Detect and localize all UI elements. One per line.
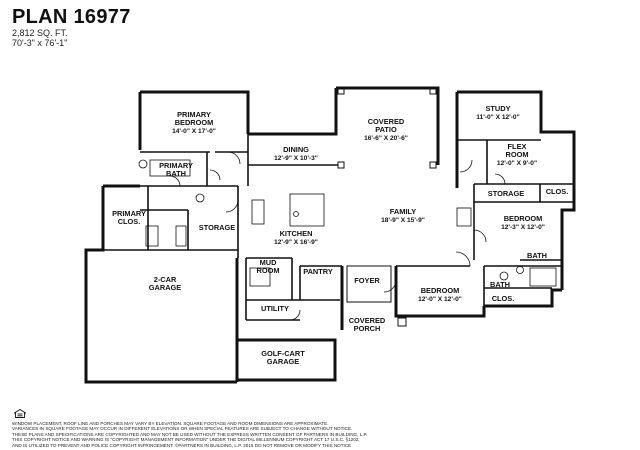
room-bedroom-front: BEDROOM 12'-0" X 12'-0" bbox=[418, 286, 462, 303]
room-bedroom-right: BEDROOM 12'-3" X 12'-0" bbox=[501, 214, 545, 231]
label-primary-bath-l1: PRIMARY bbox=[159, 161, 193, 170]
label-study: STUDY bbox=[485, 104, 510, 113]
label-primary-bedroom-l2: BEDROOM bbox=[175, 118, 214, 127]
plan-header: PLAN 16977 2,812 SQ. FT. 70'-3" x 76'-1" bbox=[12, 6, 131, 48]
label-pantry: PANTRY bbox=[303, 267, 333, 276]
label-family: FAMILY bbox=[390, 207, 416, 216]
disclaimer-line: AND IS UTILIZED TO PREVENT AND POLICE CO… bbox=[12, 442, 352, 448]
label-patio-l1: COVERED bbox=[368, 117, 405, 126]
room-family: FAMILY 18'-9" X 15'-9" bbox=[381, 207, 425, 224]
label-mud-l2: ROOM bbox=[257, 266, 280, 275]
room-covered-patio: COVERED PATIO 16'-6" X 20'-6" bbox=[364, 117, 408, 142]
dims-bedroom-front: 12'-0" X 12'-0" bbox=[418, 296, 462, 303]
room-mud-room: MUD ROOM bbox=[257, 258, 280, 275]
dims-study: 11'-0" X 12'-0" bbox=[476, 114, 519, 121]
label-clos-right: CLOS. bbox=[546, 187, 569, 196]
label-clos-lower: CLOS. bbox=[492, 294, 515, 303]
equal-housing-logo bbox=[14, 409, 26, 418]
dims-patio: 16'-6" X 20'-6" bbox=[364, 135, 408, 142]
room-study: STUDY 11'-0" X 12'-0" bbox=[476, 104, 519, 121]
label-patio-l2: PATIO bbox=[375, 125, 397, 134]
garage-doors bbox=[236, 300, 330, 381]
label-storage-right: STORAGE bbox=[488, 189, 524, 198]
label-bedroom-front: BEDROOM bbox=[421, 286, 460, 295]
disclaimer-line: THESE PLANS AND SPECIFICATIONS ARE COPYR… bbox=[12, 431, 368, 437]
label-garage-l2: GARAGE bbox=[149, 283, 182, 292]
patio-and-porch bbox=[337, 87, 437, 327]
label-golf-l1: GOLF-CART bbox=[261, 349, 305, 358]
label-primary-bedroom-l1: PRIMARY bbox=[177, 110, 211, 119]
label-flex-l1: FLEX bbox=[508, 142, 527, 151]
label-storage-left: STORAGE bbox=[199, 223, 235, 232]
dims-bedroom-right: 12'-3" X 12'-0" bbox=[501, 224, 545, 231]
room-primary-bath: PRIMARY BATH bbox=[159, 161, 193, 178]
room-flex-room: FLEX ROOM 12'-0" X 9'-0" bbox=[497, 142, 537, 167]
door-swings bbox=[169, 151, 506, 321]
label-bath-right: BATH bbox=[527, 251, 547, 260]
dims-flex: 12'-0" X 9'-0" bbox=[497, 160, 537, 167]
label-primary-bath-l2: BATH bbox=[166, 169, 186, 178]
label-porch-l2: PORCH bbox=[354, 324, 381, 333]
room-covered-porch: COVERED PORCH bbox=[349, 316, 386, 333]
label-foyer: FOYER bbox=[354, 276, 380, 285]
plan-title: PLAN 16977 bbox=[12, 6, 131, 28]
label-porch-l1: COVERED bbox=[349, 316, 386, 325]
label-mud-l1: MUD bbox=[260, 258, 277, 267]
disclaimer-line: WINDOW PLACEMENT, ROOF LINE AND PORCHES … bbox=[12, 421, 329, 426]
fixtures bbox=[138, 159, 557, 287]
plan-square-footage: 2,812 SQ. FT. bbox=[12, 28, 68, 38]
label-primary-clos-l1: PRIMARY bbox=[112, 209, 146, 218]
room-dining: DINING 12'-9" X 10'-3" bbox=[274, 145, 318, 162]
dims-primary-bedroom: 14'-0" X 17'-0" bbox=[172, 128, 216, 135]
room-primary-clos: PRIMARY CLOS. bbox=[112, 209, 146, 226]
disclaimer-line: THIS COPYRIGHT NOTICE AND WARNING IS "CO… bbox=[12, 437, 360, 443]
dims-family: 18'-9" X 15'-9" bbox=[381, 217, 425, 224]
label-flex-l2: ROOM bbox=[506, 150, 529, 159]
label-dining: DINING bbox=[283, 145, 309, 154]
label-bedroom-right: BEDROOM bbox=[504, 214, 543, 223]
room-kitchen: KITCHEN 12'-9" X 16'-9" bbox=[274, 229, 318, 246]
label-utility: UTILITY bbox=[261, 304, 289, 313]
interior-walls bbox=[103, 134, 574, 330]
label-primary-clos-l2: CLOS. bbox=[118, 217, 141, 226]
plan-overall-dimensions: 70'-3" x 76'-1" bbox=[12, 38, 68, 48]
exterior-walls bbox=[84, 86, 576, 384]
disclaimer-line: VARIANCES IN SQUARE FOOTAGE MAY OCCUR IN… bbox=[12, 426, 353, 432]
label-golf-l2: GARAGE bbox=[267, 357, 300, 366]
label-bath-lower: BATH bbox=[490, 280, 510, 289]
room-golf-cart-garage: GOLF-CART GARAGE bbox=[261, 349, 305, 366]
room-2-car-garage: 2-CAR GARAGE bbox=[149, 275, 182, 292]
dims-dining: 12'-9" X 10'-3" bbox=[274, 155, 318, 162]
copyright-disclaimer: WINDOW PLACEMENT, ROOF LINE AND PORCHES … bbox=[12, 421, 612, 448]
dims-kitchen: 12'-9" X 16'-9" bbox=[274, 239, 318, 246]
label-garage-l1: 2-CAR bbox=[154, 275, 177, 284]
label-kitchen: KITCHEN bbox=[280, 229, 313, 238]
room-primary-bedroom: PRIMARY BEDROOM 14'-0" X 17'-0" bbox=[172, 110, 216, 135]
